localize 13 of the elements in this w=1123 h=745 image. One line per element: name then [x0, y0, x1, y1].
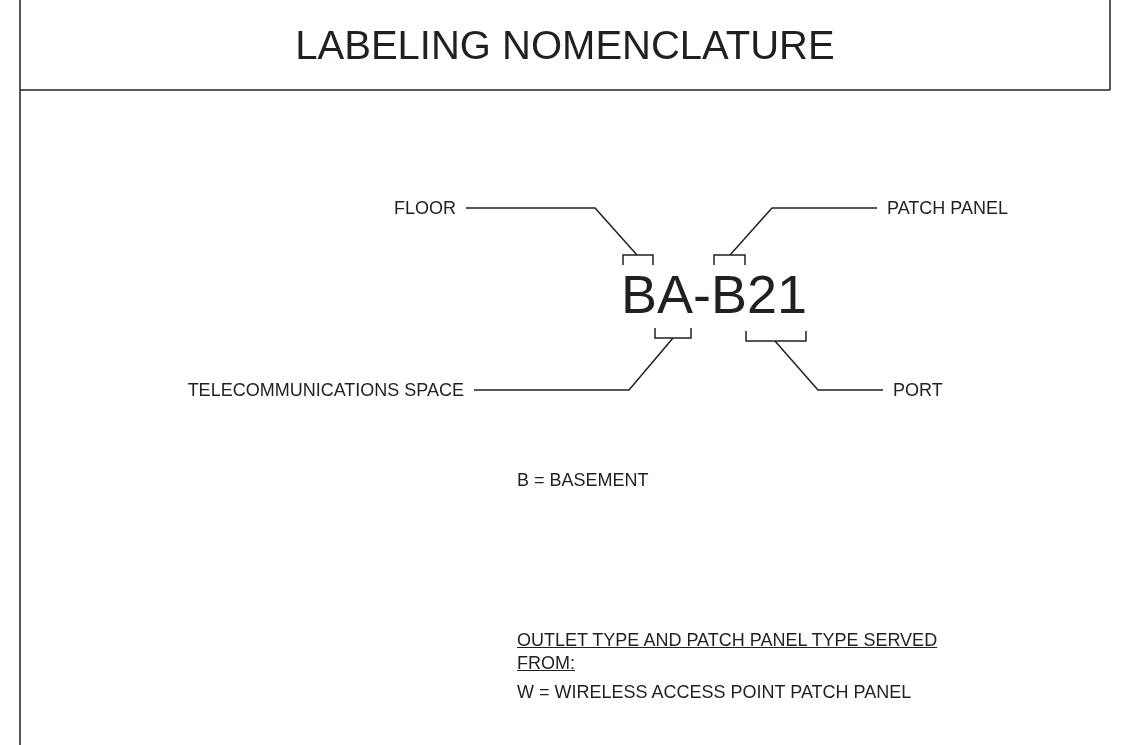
part-label: PATCH PANEL — [887, 197, 1009, 219]
note-text: W = WIRELESS ACCESS POINT PATCH PANEL — [517, 681, 912, 703]
part-label: FLOOR — [394, 197, 456, 219]
note-text: B = BASEMENT — [517, 469, 649, 491]
leader-line — [473, 337, 674, 391]
leader-line — [774, 340, 884, 391]
part-label: PORT — [893, 379, 943, 401]
note-heading: OUTLET TYPE AND PATCH PANEL TYPE SERVED FROM: — [517, 629, 939, 675]
label-code: BA-B21 — [621, 267, 808, 321]
part-label: TELECOMMUNICATIONS SPACE — [187, 379, 464, 401]
leader-line — [729, 207, 878, 256]
leader-line — [465, 207, 638, 256]
title: LABELING NOMENCLATURE — [294, 22, 836, 68]
